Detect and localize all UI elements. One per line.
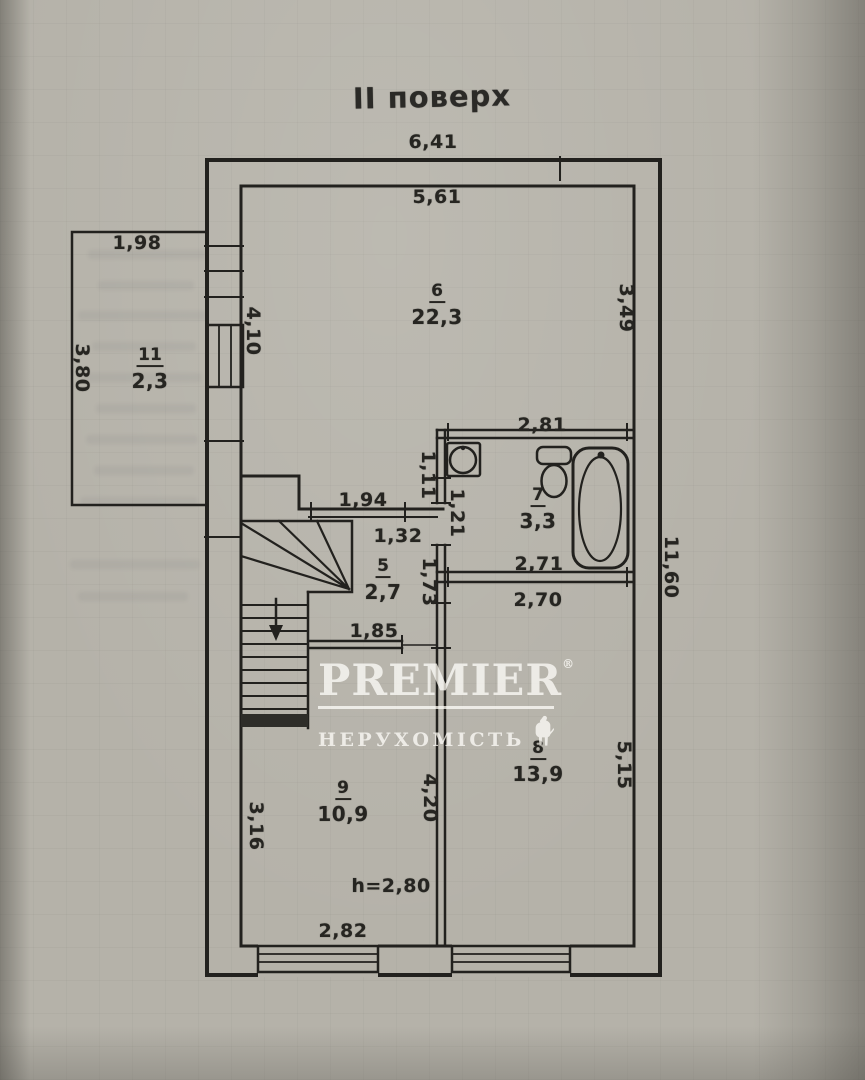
dim-bath-bottom: 2,71 — [514, 553, 564, 575]
dim-room8-top: 2,70 — [513, 589, 563, 611]
room-label-9: 9 10,9 — [317, 778, 369, 826]
dim-hall-top-lower: 1,32 — [373, 525, 423, 547]
room-label-7: 7 3,3 — [519, 485, 557, 533]
bleed-through-smudge — [78, 311, 206, 320]
bleed-through-smudge — [80, 497, 198, 506]
hall-bottom-wall — [307, 639, 404, 650]
room-number: 6 — [429, 281, 445, 303]
dim-ceiling-height: h=2,80 — [351, 875, 431, 897]
window-symbol — [256, 941, 380, 977]
outer-wall — [205, 158, 662, 977]
window-symbol — [450, 941, 572, 977]
premier-lion-icon — [535, 715, 554, 746]
room-number: 9 — [335, 778, 351, 800]
dim-room9-left: 3,16 — [245, 801, 267, 851]
dim-bath-left-lower: 1,21 — [446, 488, 468, 538]
dim-right-overall: 11,60 — [660, 535, 682, 599]
bleed-through-smudge — [92, 342, 196, 351]
inner-wall-face — [239, 184, 636, 948]
room-number: 11 — [136, 345, 164, 367]
watermark-brand: PREMIER® — [318, 658, 574, 703]
dim-room9-bottom: 2,82 — [318, 920, 368, 942]
stair-treads — [240, 604, 309, 710]
bleed-through-smudge — [86, 435, 198, 444]
dim-balcony-left: 3,80 — [71, 343, 93, 393]
dim-hall-top: 1,94 — [338, 489, 388, 511]
bleed-through-smudge — [84, 373, 202, 382]
room-area: 13,9 — [512, 761, 564, 786]
room-label-11-balcony: 11 2,3 — [131, 345, 169, 393]
dim-hall-bottom: 1,85 — [349, 620, 399, 642]
watermark-divider — [318, 706, 554, 709]
window-glazing-lines — [218, 324, 232, 388]
staircase — [239, 519, 354, 730]
room-area: 22,3 — [411, 304, 463, 329]
dim-room8-right: 5,15 — [613, 740, 635, 790]
agency-watermark: PREMIER® НЕРУХОМІСТЬ — [318, 658, 574, 751]
dim-bath-left-upper: 1,11 — [417, 450, 439, 500]
dim-mid-wall: 4,20 — [419, 773, 441, 823]
window-symbol — [205, 323, 245, 389]
door-tick — [431, 477, 451, 649]
dim-balcony-top: 1,98 — [112, 232, 162, 254]
room-number: 7 — [530, 485, 546, 507]
room6-step-wall — [239, 474, 445, 511]
bathroom-bottom-wall — [435, 570, 636, 584]
bleed-through-smudge — [70, 560, 200, 569]
stair-arrow-head — [269, 625, 283, 641]
bleed-through-smudge — [78, 592, 188, 601]
room-label-5: 5 2,7 — [364, 556, 402, 604]
room-number: 5 — [375, 556, 391, 578]
dimension-tick — [447, 423, 628, 587]
dimension-tick — [310, 502, 406, 522]
central-wall-upper — [435, 428, 447, 505]
balcony-outline — [70, 230, 209, 507]
room-area: 10,9 — [317, 801, 369, 826]
room-area: 2,3 — [131, 368, 169, 393]
bleed-through-smudge — [98, 281, 194, 290]
room-label-8: 8 13,9 — [512, 738, 564, 786]
bathroom-top-wall — [435, 428, 636, 440]
sink-icon — [445, 441, 482, 478]
bleed-through-smudge — [88, 250, 206, 259]
dim-bath-top: 2,81 — [517, 414, 567, 436]
room-label-6: 6 22,3 — [411, 281, 463, 329]
dim-room6-right: 3,49 — [615, 283, 637, 333]
room-area: 2,7 — [364, 579, 402, 604]
dim-top-overall: 6,41 — [408, 131, 458, 153]
bathtub-icon — [571, 446, 630, 570]
bleed-through-smudge — [96, 404, 196, 413]
dim-room6-top: 5,61 — [412, 186, 462, 208]
central-wall-lower — [435, 543, 447, 948]
dim-mid-left: 1,73 — [418, 557, 440, 607]
winder-steps — [239, 519, 351, 591]
page-title: ІІ поверх — [352, 78, 512, 116]
watermark-subtitle: НЕРУХОМІСТЬ — [318, 729, 525, 751]
toilet-icon — [535, 445, 573, 499]
stair-cut-hatch — [241, 714, 308, 727]
wall-tick — [204, 440, 244, 538]
registered-trademark-icon: ® — [562, 657, 576, 671]
balcony-door-symbol — [204, 245, 244, 298]
dim-room6-left: 4,10 — [242, 306, 264, 356]
bleed-through-smudge — [94, 466, 194, 475]
room-number: 8 — [530, 738, 546, 760]
watermark-brand-text: PREMIER — [318, 656, 563, 706]
room-area: 3,3 — [519, 508, 557, 533]
